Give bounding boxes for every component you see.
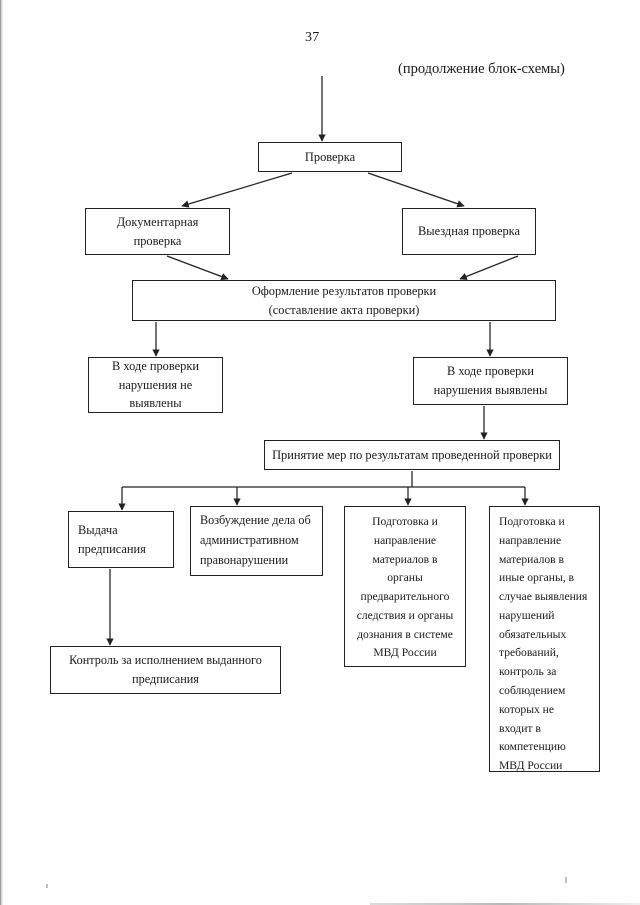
node-vyezdnaya[interactable]: Выездная проверка (402, 208, 536, 255)
node-line: направление (499, 533, 562, 547)
node-line: правонарушении (200, 552, 289, 567)
node-prinyatie-mer[interactable]: Принятие мер по результатам проведенной … (264, 440, 560, 470)
node-line: (составление акта проверки) (268, 302, 420, 317)
node-line: обязательных (499, 627, 567, 641)
node-line: проверка (133, 233, 182, 248)
node-narusheniya-vyyavleny[interactable]: В ходе проверки нарушения выявлены (413, 357, 568, 405)
node-oformlenie-rezultatov[interactable]: Оформление результатов проверки (составл… (132, 280, 556, 321)
node-line: Принятие мер по результатам проведенной … (272, 447, 552, 462)
node-line: выявлены (129, 396, 182, 411)
node-line: направление (373, 533, 437, 547)
edge-proverka-vyezdnaya (367, 172, 465, 208)
node-line: предварительного (360, 590, 450, 604)
node-line: Выдача (78, 522, 118, 537)
node-line: материалов в (499, 552, 564, 566)
node-line: нарушения не (118, 377, 193, 392)
node-line: Выездная проверка (418, 224, 520, 239)
scan-speck (46, 884, 48, 888)
node-line: МВД России (373, 646, 437, 660)
node-line: Подготовка и (372, 515, 438, 528)
node-kontrol-ispolneniya[interactable]: Контроль за исполнением выданного предпи… (50, 646, 281, 694)
node-line: дознания в системе (357, 627, 453, 641)
node-line: требований, (499, 646, 559, 660)
node-line: входит в (499, 721, 541, 735)
header-note: (продолжение блок-схемы) (398, 61, 565, 77)
page-number: 37 (305, 30, 320, 45)
node-line: которых не (499, 702, 555, 716)
node-documentarnaya[interactable]: Документарная проверка (85, 208, 230, 255)
node-line: компетенцию (499, 740, 566, 754)
node-line: иные органы, в (499, 571, 575, 585)
node-line: соблюдением (499, 684, 566, 698)
node-line: МВД России (499, 759, 563, 773)
node-line: предписания (78, 541, 146, 556)
node-narusheniya-ne-vyyavleny[interactable]: В ходе проверки нарушения не выявлены (88, 357, 223, 413)
node-line: Подготовка и (499, 515, 565, 528)
node-line: Проверка (304, 149, 356, 164)
node-line: нарушения выявлены (433, 383, 548, 397)
node-line: материалов в (372, 552, 438, 566)
node-line: предписания (132, 672, 199, 686)
node-line: контроль за (499, 665, 557, 679)
node-line: Документарная (116, 214, 199, 229)
node-podgotovka-materialov-mvd[interactable]: Подготовка и направление материалов в ор… (344, 506, 466, 667)
node-line: Оформление результатов проверки (251, 283, 437, 298)
node-line: В ходе проверки (447, 364, 534, 379)
node-line: случае выявления (499, 590, 588, 604)
node-line: органы (387, 571, 423, 585)
node-vydacha-predpisaniya[interactable]: Выдача предписания (68, 511, 174, 568)
node-line: нарушений (499, 608, 555, 622)
node-line: Возбуждение дела об (200, 513, 311, 528)
scan-edge-bottom (370, 903, 640, 905)
edge-vyezdnaya-oformlenie (459, 255, 519, 280)
node-line: следствия и органы (356, 608, 454, 622)
node-line: Контроль за исполнением выданного (69, 653, 262, 668)
node-vozbuzhdenie-dela[interactable]: Возбуждение дела об административном пра… (190, 506, 323, 576)
edge-proverka-documentarnaya (181, 172, 293, 208)
node-podgotovka-materialov-inye-organy[interactable]: Подготовка и направление материалов в ин… (489, 506, 600, 772)
node-line: В ходе проверки (112, 358, 199, 373)
node-proverka[interactable]: Проверка (258, 142, 402, 172)
edge-documentarnaya-oformlenie (166, 255, 229, 281)
scan-edge-left (0, 0, 3, 905)
node-line: административном (200, 533, 299, 548)
scan-speck (565, 877, 567, 883)
